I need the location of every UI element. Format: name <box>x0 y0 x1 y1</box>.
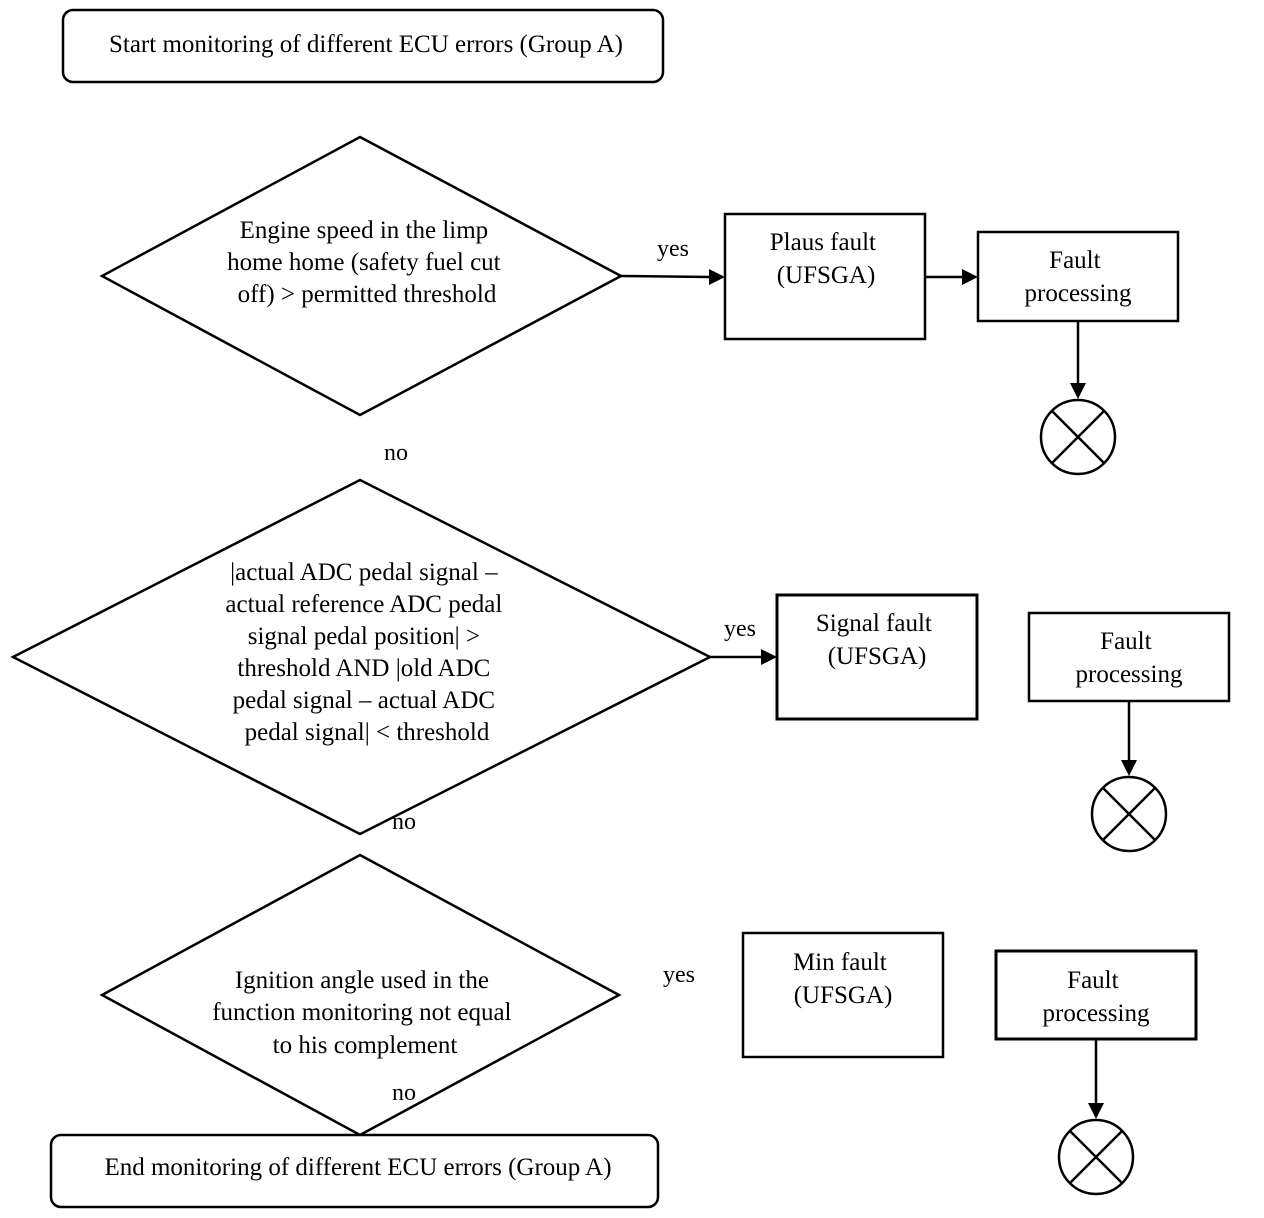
fault-processing-1-line-1: Fault <box>1049 247 1100 274</box>
signal-fault-line-1: Signal fault <box>816 610 932 637</box>
decision-2-no-label: no <box>392 809 416 835</box>
decision-1-line-1: Engine speed in the limp <box>240 217 489 244</box>
fault-processing-1-label: Fault processing <box>1025 247 1132 307</box>
plaus-fault-label: Plaus fault (UFSGA) <box>770 229 883 289</box>
decision-pedal-signal: |actual ADC pedal signal – actual refere… <box>10 478 713 836</box>
decision-3-line-1: Ignition angle used in the <box>235 967 489 994</box>
decision-3-no-label: no <box>392 1080 416 1106</box>
decision-3-yes-label: yes <box>663 962 695 988</box>
arrowhead <box>962 269 978 285</box>
decision-1-text: Engine speed in the limp home home (safe… <box>227 217 507 308</box>
decision-2-line-5: pedal signal – actual ADC <box>233 687 495 714</box>
decision-2-line-6: pedal signal| < threshold <box>245 719 490 746</box>
end-label: End monitoring of different ECU errors (… <box>104 1154 611 1181</box>
decision-1-no-label: no <box>384 440 408 466</box>
arrowhead <box>1070 383 1086 399</box>
min-fault-line-1: Min fault <box>793 949 887 976</box>
signal-fault-box: Signal fault (UFSGA) <box>775 593 979 721</box>
arrow-d1-to-plaus <box>620 274 711 279</box>
decision-3-line-3: to his complement <box>273 1032 458 1059</box>
start-label: Start monitoring of different ECU errors… <box>109 31 623 58</box>
plaus-fault-line-1: Plaus fault <box>770 229 876 256</box>
decision-1-yes-label: yes <box>657 236 689 262</box>
decision-2-line-4: threshold AND |old ADC <box>237 655 490 682</box>
plaus-fault-box: Plaus fault (UFSGA) <box>723 212 927 341</box>
fault-processing-1-line-2: processing <box>1025 280 1132 307</box>
min-fault-box: Min fault (UFSGA) <box>741 931 945 1059</box>
min-fault-label: Min fault (UFSGA) <box>793 949 893 1009</box>
circle-x-icon <box>1090 775 1168 853</box>
decision-3-text: Ignition angle used in the function moni… <box>212 967 518 1059</box>
signal-fault-label: Signal fault (UFSGA) <box>816 610 938 670</box>
fault-processing-box-3: Fault processing <box>994 949 1198 1041</box>
fault-processing-3-line-2: processing <box>1043 1000 1150 1027</box>
arrowhead <box>761 649 777 665</box>
decision-engine-speed: Engine speed in the limp home home (safe… <box>99 135 624 417</box>
fault-processing-2-label: Fault processing <box>1076 628 1183 688</box>
decision-2-line-2: actual reference ADC pedal <box>225 591 502 618</box>
fault-processing-3-line-1: Fault <box>1067 967 1118 994</box>
circle-x-icon <box>1039 398 1117 476</box>
start-node: Start monitoring of different ECU errors… <box>61 8 665 84</box>
signal-fault-line-2: (UFSGA) <box>828 643 927 670</box>
arrowhead <box>1088 1103 1104 1119</box>
decision-ignition-angle: Ignition angle used in the function moni… <box>99 853 622 1137</box>
arrowhead <box>709 269 725 285</box>
fault-processing-3-label: Fault processing <box>1043 967 1150 1027</box>
fault-processing-2-line-2: processing <box>1076 661 1183 688</box>
decision-1-line-3: off) > permitted threshold <box>238 281 497 308</box>
end-node: End monitoring of different ECU errors (… <box>49 1133 660 1209</box>
decision-1-line-2: home home (safety fuel cut <box>227 249 501 276</box>
arrowhead <box>1121 760 1137 776</box>
fault-processing-box-2: Fault processing <box>1027 611 1231 703</box>
fault-processing-2-line-1: Fault <box>1100 628 1151 655</box>
circle-x-icon <box>1057 1118 1135 1196</box>
min-fault-line-2: (UFSGA) <box>794 982 893 1009</box>
decision-2-line-3: signal pedal position| > <box>248 623 480 650</box>
decision-2-line-1: |actual ADC pedal signal – <box>230 559 498 586</box>
decision-3-line-2: function monitoring not equal <box>212 999 511 1026</box>
decision-2-yes-label: yes <box>724 616 756 642</box>
fault-processing-box-1: Fault processing <box>976 230 1180 323</box>
plaus-fault-line-2: (UFSGA) <box>777 262 876 289</box>
decision-2-text: |actual ADC pedal signal – actual refere… <box>225 559 508 746</box>
